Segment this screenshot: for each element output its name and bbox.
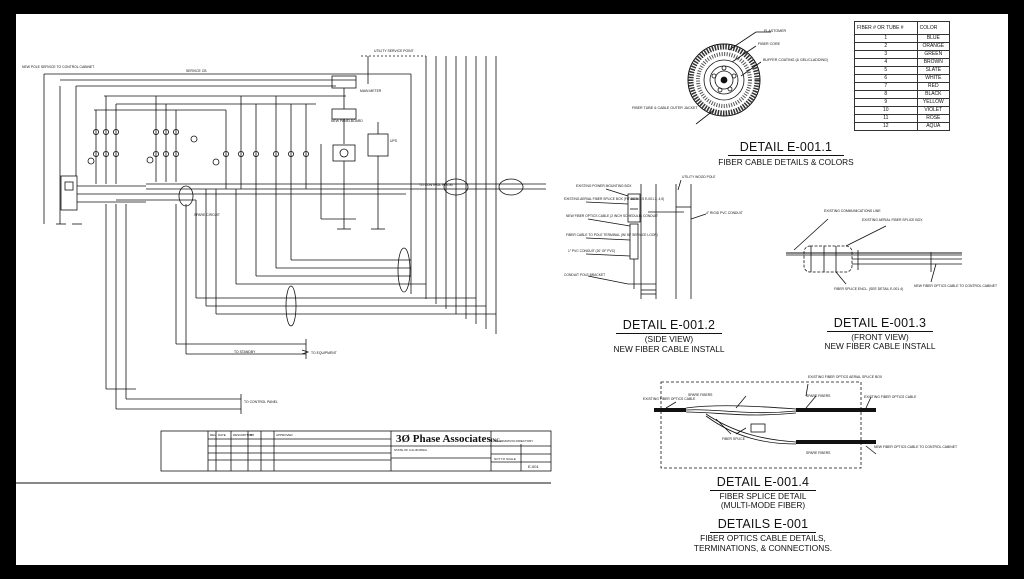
detail-4-labels: EXISTING FIBER OPTICS CABLE SPARE FIBERS… bbox=[643, 375, 957, 455]
sheet-title: INFORMATION DIRECTORY bbox=[494, 439, 533, 443]
detail-4-line1: FIBER SPLICE DETAIL bbox=[719, 491, 807, 501]
details-main-title: DETAILS E-001 bbox=[717, 517, 809, 531]
detail-2-line1: (SIDE VIEW) bbox=[644, 334, 694, 344]
detail-4-underline bbox=[710, 490, 816, 491]
d2-pole-label: UTILITY WOOD POLE bbox=[682, 175, 716, 179]
drawing-svg: NEW POLE SERVICE TO CONTROL CABINET SERV… bbox=[16, 29, 997, 484]
sld-to2-label: TO CONTROL PANEL bbox=[244, 400, 278, 404]
rev-header-3: DESCRIPTION bbox=[233, 433, 254, 437]
sld-bus-label: TO CONTROL ROOM bbox=[419, 183, 453, 187]
d4-spare-left-label: SPARE FIBERS bbox=[688, 393, 713, 397]
d3-splice-label: FIBER SPLICE ENCL. (SEE DETAIL E-001.4) bbox=[834, 287, 903, 291]
sld-to1-label: TO EQUIPMENT bbox=[311, 351, 337, 355]
detail-2-title: DETAIL E-001.2 bbox=[622, 318, 716, 332]
sld-to3-label: TO STANDBY bbox=[234, 350, 256, 354]
d3-new-label: NEW FIBER OPTICS CABLE TO CONTROL CABINE… bbox=[914, 284, 997, 288]
detail-3-labels: EXISTING COMMUNICATIONS LINE EXISTING AE… bbox=[824, 209, 997, 291]
d1-core-label: FIBER CORE bbox=[758, 42, 781, 46]
rev-header-4: BY bbox=[250, 433, 254, 437]
breaker-column-3 bbox=[212, 96, 259, 189]
breaker-column-4 bbox=[272, 96, 309, 189]
d1-buffer-label: BUFFER COATING (& GEL/CLADDING) bbox=[763, 58, 828, 62]
d3-existing-label: EXISTING COMMUNICATIONS LINE bbox=[824, 209, 881, 213]
sld-main-label: NEW PANELBOARD bbox=[331, 119, 363, 123]
detail-3-title: DETAIL E-001.3 bbox=[833, 316, 927, 330]
d2-pvc-label: 4" RIGID PVC CONDUIT bbox=[706, 211, 743, 215]
detail-2-underline bbox=[616, 333, 722, 334]
d3-strand-label: EXISTING AERIAL FIBER SPLICE BOX bbox=[862, 218, 923, 222]
detail-4-title: DETAIL E-001.4 bbox=[716, 475, 810, 489]
d4-existing-right-label: EXISTING FIBER OPTICS CABLE bbox=[864, 395, 917, 399]
d4-spare-bottom-label: SPARE FIBERS bbox=[806, 451, 831, 455]
detail-3-underline bbox=[827, 331, 933, 332]
d2-pvc2-label: 1" PVC CONDUIT (20' OF PVC) bbox=[568, 249, 615, 253]
fiber-table-header-color: COLOR bbox=[916, 21, 951, 35]
sheet-number: E-001 bbox=[528, 464, 539, 469]
d2-bracket-label: CONDUIT POLE BRACKET bbox=[564, 273, 605, 277]
sld-ups-label: UPS bbox=[390, 139, 398, 143]
detail-4-line2: (MULTI-MODE FIBER) bbox=[720, 500, 806, 510]
details-main-underline bbox=[710, 532, 816, 533]
sld-top-label: SERVICE CB bbox=[186, 69, 207, 73]
fiber-table-header-num: FIBER # OR TUBE # bbox=[854, 21, 918, 35]
breaker-column-1 bbox=[87, 96, 120, 184]
client-name: STATE OF CALIFORNIA bbox=[394, 448, 427, 452]
detail-3-line2: NEW FIBER CABLE INSTALL bbox=[824, 341, 936, 351]
detail-3-line1: (FRONT VIEW) bbox=[851, 332, 909, 342]
d4-enclosure-label: EXISTING FIBER OPTICS AERIAL SPLICE BOX bbox=[808, 375, 883, 379]
detail-2-line2: NEW FIBER CABLE INSTALL bbox=[613, 344, 725, 354]
company-logo: 3Ø Phase AssociatesINC. bbox=[396, 433, 501, 445]
d2-conduit-label: NEW FIBER OPTICS CABLE (2 INCH SCHEDULE)… bbox=[566, 214, 658, 218]
company-name: 3Ø Phase Associates bbox=[396, 433, 491, 445]
rev-header-1: REV bbox=[210, 433, 216, 437]
title-block bbox=[160, 430, 552, 472]
single-line-diagram bbox=[43, 55, 546, 414]
rev-header-2: DATE bbox=[218, 433, 226, 437]
rev-header-5: APPROVED bbox=[276, 433, 294, 437]
drawing-sheet: NEW POLE SERVICE TO CONTROL CABINET SERV… bbox=[16, 14, 1008, 565]
breaker-column-2 bbox=[146, 96, 198, 182]
d4-spare-right-label: SPARE FIBERS bbox=[806, 394, 831, 398]
d4-new-label: NEW FIBER OPTICS CABLE TO CONTROL CABINE… bbox=[874, 445, 957, 449]
detail-1-subtitle: FIBER CABLE DETAILS & COLORS bbox=[718, 157, 854, 167]
d2-existing-label: EXISTING POWER MOUNTING BOX bbox=[576, 184, 632, 188]
detail-4-splice bbox=[654, 381, 877, 469]
detail-1-underline bbox=[728, 155, 844, 156]
d1-jacket-label: ELASTOMER bbox=[764, 29, 787, 33]
sld-meter-label: MAIN METER bbox=[360, 89, 382, 93]
sld-utility-label: UTILITY SERVICE POINT bbox=[374, 49, 414, 53]
detail-1-title: DETAIL E-001.1 bbox=[739, 140, 833, 154]
scale-label: NOT TO SCALE bbox=[494, 457, 516, 461]
detail-2-labels: EXISTING POWER MOUNTING BOX UTILITY WOOD… bbox=[564, 175, 743, 277]
detail-1-labels: ELASTOMER FIBER CORE BUFFER COATING (& G… bbox=[632, 29, 828, 110]
d1-tube-label: FIBER TUBE & CABLE OUTER JACKET bbox=[632, 106, 698, 110]
detail-3-front-view bbox=[786, 218, 962, 285]
detail-1-cable-crosssection bbox=[687, 31, 771, 125]
details-main-line2: TERMINATIONS, & CONNECTIONS. bbox=[693, 543, 833, 553]
company-suffix: INC. bbox=[490, 439, 502, 444]
sld-labels: NEW POLE SERVICE TO CONTROL CABINET SERV… bbox=[22, 49, 453, 404]
sld-service-label: NEW POLE SERVICE TO CONTROL CABINET bbox=[22, 65, 94, 69]
d4-splice-label: FIBER SPLICE bbox=[722, 437, 746, 441]
d2-cable-label: FIBER CABLE TO POLE TERMINAL (W/ 50' SER… bbox=[566, 233, 658, 237]
details-main-line1: FIBER OPTICS CABLE DETAILS, bbox=[700, 533, 826, 543]
d2-pullbox-label: EXISTING AERIAL FIBER SPLICE BOX (FIT DE… bbox=[564, 197, 664, 201]
sld-spare-label: SPARE CIRCUIT bbox=[194, 213, 220, 217]
d4-existing-left-label: EXISTING FIBER OPTICS CABLE bbox=[643, 397, 696, 401]
title-block-text: REV DATE DESCRIPTION BY APPROVED STATE O… bbox=[210, 433, 539, 469]
detail-2-side-view bbox=[585, 179, 707, 299]
